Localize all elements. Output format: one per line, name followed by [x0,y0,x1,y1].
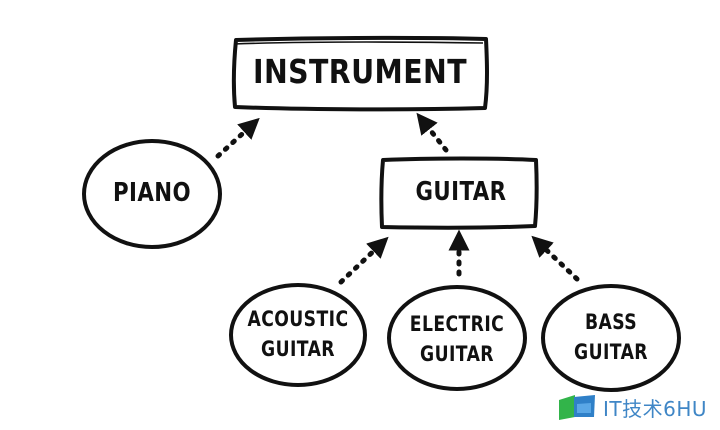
electric-guitar-node: ELECTRIC GUITAR [387,285,527,391]
bass-guitar-label-line2: GUITAR [574,339,648,364]
watermark-text: IT技术6HU [603,396,708,421]
watermark-logo-icon [559,395,595,420]
guitar-node: GUITAR [379,156,539,230]
acoustic-guitar-label-line2: GUITAR [261,336,335,361]
instrument-label: INSTRUMENT [253,53,467,92]
arrow-acoustic-to-guitar [338,236,389,285]
acoustic-guitar-label-line1: ACOUSTIC [248,306,349,331]
watermark: IT技术6HU [557,392,707,422]
guitar-label: GUITAR [416,176,507,207]
piano-label: PIANO [113,177,191,208]
arrow-bass-to-guitar [531,235,580,282]
piano-ellipse [82,139,222,249]
acoustic-guitar-ellipse [229,283,367,387]
electric-guitar-label-line1: ELECTRIC [410,311,504,336]
instrument-box-sketch-line [233,41,484,45]
arrow-piano-to-instrument [215,117,260,159]
bass-guitar-ellipse [541,284,681,392]
bass-guitar-label-line1: BASS [585,309,637,334]
electric-guitar-label-line2: GUITAR [420,341,494,366]
guitar-box [379,156,539,230]
instrument-box [231,35,489,112]
acoustic-guitar-node: ACOUSTIC GUITAR [229,283,367,387]
electric-guitar-ellipse [387,285,527,391]
instrument-node: INSTRUMENT [231,35,489,112]
piano-node: PIANO [82,139,222,249]
arrow-guitar-to-instrument [416,112,449,153]
bass-guitar-node: BASS GUITAR [541,284,681,392]
